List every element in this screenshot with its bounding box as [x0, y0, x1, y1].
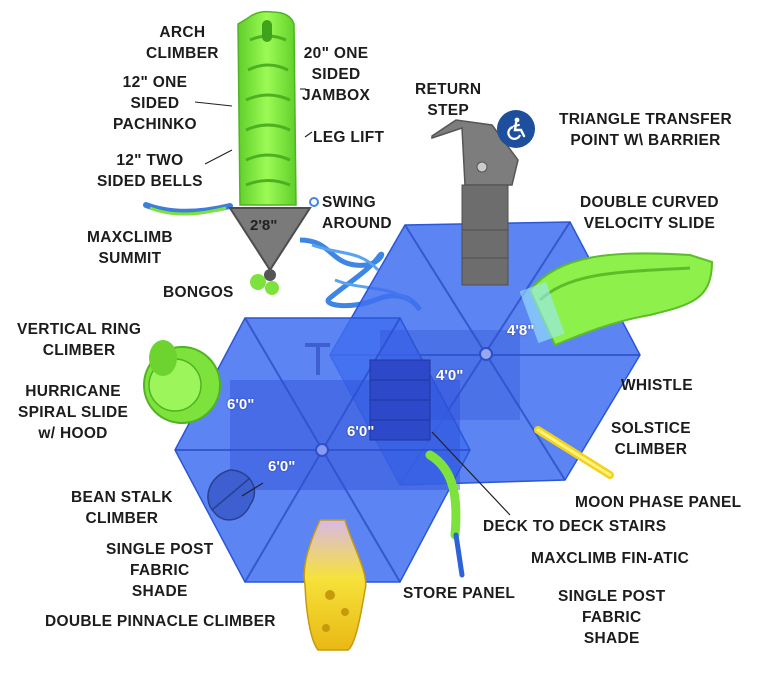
- deck-height-right-main: 4'0": [436, 367, 464, 384]
- bean-stalk-climber: [207, 469, 256, 521]
- bongo: [265, 281, 279, 295]
- deck-height-left-c: 6'0": [268, 458, 296, 475]
- label-maxclimb-summit: MAXCLIMB SUMMIT: [87, 229, 173, 267]
- label-vertical-ring-climber: VERTICAL RING CLIMBER: [17, 321, 142, 359]
- label-leg-lift: LEG LIFT: [313, 129, 385, 146]
- label-pachinko: 12" ONE SIDED PACHINKO: [113, 74, 197, 133]
- deck-height-left-a: 6'0": [227, 396, 255, 413]
- label-jambox: 20" ONE SIDED JAMBOX: [302, 45, 371, 104]
- label-double-pinnacle-climber: DOUBLE PINNACLE CLIMBER: [45, 613, 276, 630]
- deck-height-triangle: 2'8": [250, 217, 278, 234]
- label-deck-stairs: DECK TO DECK STAIRS: [483, 518, 667, 535]
- label-store-panel: STORE PANEL: [403, 585, 516, 602]
- label-single-post-shade-right: SINGLE POST FABRIC SHADE: [558, 588, 666, 647]
- label-hurricane-slide: HURRICANE SPIRAL SLIDE w/ HOOD: [18, 383, 129, 442]
- deck-height-left-b: 6'0": [347, 423, 375, 440]
- label-arch-climber: ARCH CLIMBER: [146, 24, 219, 62]
- triangle-deck-post: [264, 269, 276, 281]
- arch-climber: [237, 10, 297, 206]
- bongo: [250, 274, 266, 290]
- label-triangle-transfer: TRIANGLE TRANSFER POINT W\ BARRIER: [559, 111, 733, 149]
- label-bean-stalk-climber: BEAN STALK CLIMBER: [71, 489, 173, 527]
- return-step: [431, 119, 519, 186]
- double-pinnacle-climber: [303, 519, 367, 651]
- label-maxclimb-fin-atic: MAXCLIMB FIN-ATIC: [531, 550, 690, 567]
- double-curved-velocity-slide: [528, 252, 714, 347]
- label-solstice-climber: SOLSTICE CLIMBER: [611, 420, 691, 458]
- label-two-sided-bells: 12" TWO SIDED BELLS: [97, 152, 203, 190]
- label-bongos: BONGOS: [163, 284, 234, 301]
- label-single-post-shade-left: SINGLE POST FABRIC SHADE: [106, 541, 214, 600]
- leader-lines: [194, 88, 313, 497]
- vertical-ring-climber: [305, 343, 330, 375]
- label-return-step: RETURN STEP: [415, 81, 482, 119]
- wheelchair-accessible-icon: [497, 110, 535, 148]
- label-swing-around: SWING AROUND: [322, 194, 392, 232]
- triangle-deck: [228, 207, 312, 272]
- maxclimb-fin-atic: [425, 450, 461, 540]
- return-step-ladder: [461, 184, 509, 286]
- label-whistle: WHISTLE: [621, 377, 693, 394]
- label-moon-phase-panel: MOON PHASE PANEL: [575, 494, 742, 511]
- label-double-curved-slide: DOUBLE CURVED VELOCITY SLIDE: [580, 194, 719, 232]
- deck-height-right-upper: 4'8": [507, 322, 535, 339]
